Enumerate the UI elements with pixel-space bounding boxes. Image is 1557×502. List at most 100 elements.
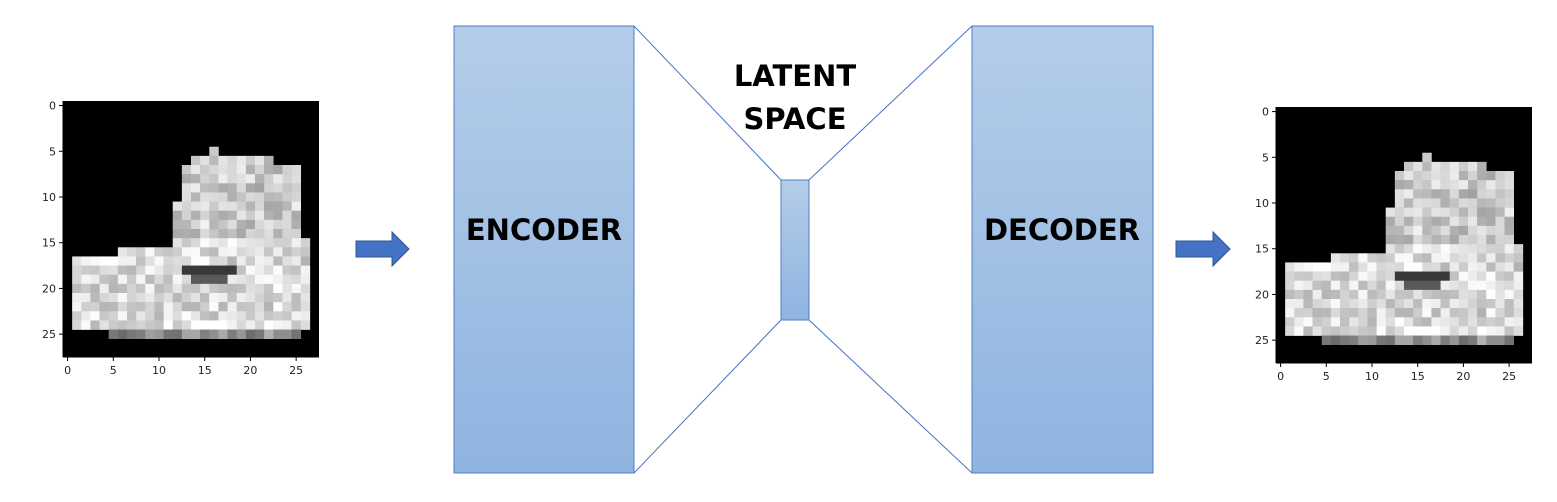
pixel xyxy=(282,329,292,340)
pixel xyxy=(1422,299,1432,309)
pixel xyxy=(227,238,238,248)
pixel xyxy=(1440,308,1451,318)
pixel xyxy=(127,256,137,266)
pixel xyxy=(1321,299,1332,309)
pixel xyxy=(245,210,256,221)
pixel xyxy=(1367,308,1377,318)
pixel xyxy=(1513,253,1524,263)
pixel xyxy=(218,283,228,294)
pixel xyxy=(1458,180,1469,190)
pixel xyxy=(227,283,238,294)
pixel xyxy=(1358,326,1368,336)
pixel xyxy=(1486,171,1496,181)
pixel xyxy=(191,238,201,248)
pixel xyxy=(245,256,256,266)
pixel xyxy=(154,283,164,294)
pixel xyxy=(99,311,110,321)
pixel xyxy=(273,265,283,276)
y-tick-label: 5 xyxy=(49,145,56,158)
pixel xyxy=(1449,244,1460,254)
pixel xyxy=(264,155,274,166)
pixel xyxy=(1413,308,1423,318)
pixel xyxy=(282,210,292,221)
pixel xyxy=(291,329,302,340)
pixel xyxy=(264,238,274,248)
pixel xyxy=(1468,180,1478,190)
pixel xyxy=(1513,326,1524,336)
pixel xyxy=(200,283,210,294)
pixel xyxy=(255,183,265,193)
pixel xyxy=(200,183,210,193)
pixel xyxy=(181,283,192,294)
pixel xyxy=(1367,262,1377,272)
pixel xyxy=(273,293,283,303)
pixel xyxy=(1349,299,1359,309)
pixel xyxy=(1449,207,1460,218)
pixel xyxy=(1303,271,1313,282)
pixel xyxy=(136,265,146,276)
pixel xyxy=(264,183,274,193)
pixel xyxy=(181,229,192,239)
pixel xyxy=(1468,280,1478,291)
pixel xyxy=(1358,289,1368,300)
pixel xyxy=(1367,271,1377,282)
pixel xyxy=(1477,317,1487,327)
pixel xyxy=(1294,289,1304,300)
pixel xyxy=(236,238,247,248)
pixel xyxy=(209,283,219,294)
pixel xyxy=(1285,317,1295,327)
pixel xyxy=(191,293,201,303)
pixel xyxy=(1330,280,1341,291)
pixel xyxy=(200,155,210,166)
pixel xyxy=(218,219,228,230)
pixel xyxy=(81,293,91,303)
pixel xyxy=(209,256,219,266)
pixel xyxy=(273,183,283,193)
pixel xyxy=(209,311,219,321)
pixel xyxy=(1312,308,1323,318)
connector-line xyxy=(808,319,973,474)
pixel xyxy=(300,320,311,330)
pixel xyxy=(1513,271,1524,282)
pixel xyxy=(117,265,128,276)
pixel xyxy=(200,329,210,340)
pixel xyxy=(191,302,201,312)
pixel xyxy=(1340,280,1350,291)
pixel xyxy=(1340,299,1350,309)
latent-space-label-line2: SPACE xyxy=(743,102,846,136)
pixel xyxy=(191,192,201,202)
pixel xyxy=(1294,271,1304,282)
pixel xyxy=(1449,189,1460,199)
pixel xyxy=(1285,299,1295,309)
pixel xyxy=(1477,198,1487,208)
pixel xyxy=(1404,225,1414,236)
pixel xyxy=(163,293,174,303)
connector-line xyxy=(808,25,973,181)
pixel xyxy=(163,247,174,257)
pixel xyxy=(90,320,100,330)
pixel xyxy=(1440,189,1451,199)
pixel xyxy=(1358,253,1368,263)
pixel xyxy=(117,274,128,285)
pixel xyxy=(1504,289,1515,300)
pixel xyxy=(1385,207,1396,218)
pixel xyxy=(200,293,210,303)
pixel xyxy=(1358,308,1368,318)
pixel xyxy=(1477,299,1487,309)
pixel xyxy=(218,256,228,266)
pixel xyxy=(1449,317,1460,327)
pixel xyxy=(1458,225,1469,236)
pixel xyxy=(108,274,119,285)
pixel xyxy=(291,201,302,212)
pixel xyxy=(117,256,128,266)
pixel xyxy=(1458,198,1469,208)
pixel xyxy=(282,238,292,248)
pixel xyxy=(1468,198,1478,208)
pixel xyxy=(1422,189,1432,199)
pixel xyxy=(145,293,155,303)
pixel xyxy=(172,201,183,212)
pixel xyxy=(1449,253,1460,263)
pixel xyxy=(282,320,292,330)
pixel xyxy=(1477,161,1487,172)
pixel xyxy=(117,293,128,303)
